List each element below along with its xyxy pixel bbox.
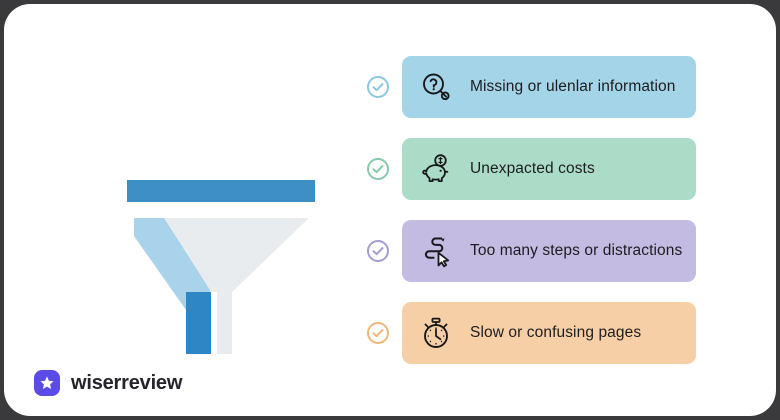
slide-card: Missing or ulenlar information xyxy=(4,4,776,416)
winding-path-cursor-icon xyxy=(416,231,456,271)
funnel-svg xyxy=(127,180,315,354)
reason-list: Missing or ulenlar information xyxy=(366,56,696,364)
funnel-top-bar xyxy=(127,180,315,202)
reason-label: Missing or ulenlar information xyxy=(470,78,676,95)
reason-row[interactable]: Slow or confusing pages xyxy=(366,302,696,364)
check-circle-icon xyxy=(366,75,390,99)
magnifier-question-icon xyxy=(416,67,456,107)
brand-name: wiserreview xyxy=(71,371,183,394)
funnel-stem-gap xyxy=(211,292,217,354)
reason-card[interactable]: Unexpacted costs xyxy=(402,138,696,200)
conversion-funnel-illustration xyxy=(114,172,329,362)
stopwatch-icon xyxy=(416,313,456,353)
reason-card[interactable]: Too many steps or distractions xyxy=(402,220,696,282)
reason-card[interactable]: Missing or ulenlar information xyxy=(402,56,696,118)
reason-label: Too many steps or distractions xyxy=(470,242,683,259)
star-icon xyxy=(34,370,60,396)
piggy-bank-icon xyxy=(416,149,456,189)
reason-card[interactable]: Slow or confusing pages xyxy=(402,302,696,364)
reason-label: Slow or confusing pages xyxy=(470,324,642,341)
check-circle-icon xyxy=(366,239,390,263)
funnel-stem-accent xyxy=(186,292,211,354)
brand-logo: wiserreview xyxy=(34,370,182,396)
check-circle-icon xyxy=(366,321,390,345)
reason-row[interactable]: Missing or ulenlar information xyxy=(366,56,696,118)
reason-label: Unexpacted costs xyxy=(470,160,595,177)
check-circle-icon xyxy=(366,157,390,181)
reason-row[interactable]: Too many steps or distractions xyxy=(366,220,696,282)
reason-row[interactable]: Unexpacted costs xyxy=(366,138,696,200)
funnel-edge-highlight xyxy=(134,218,210,310)
